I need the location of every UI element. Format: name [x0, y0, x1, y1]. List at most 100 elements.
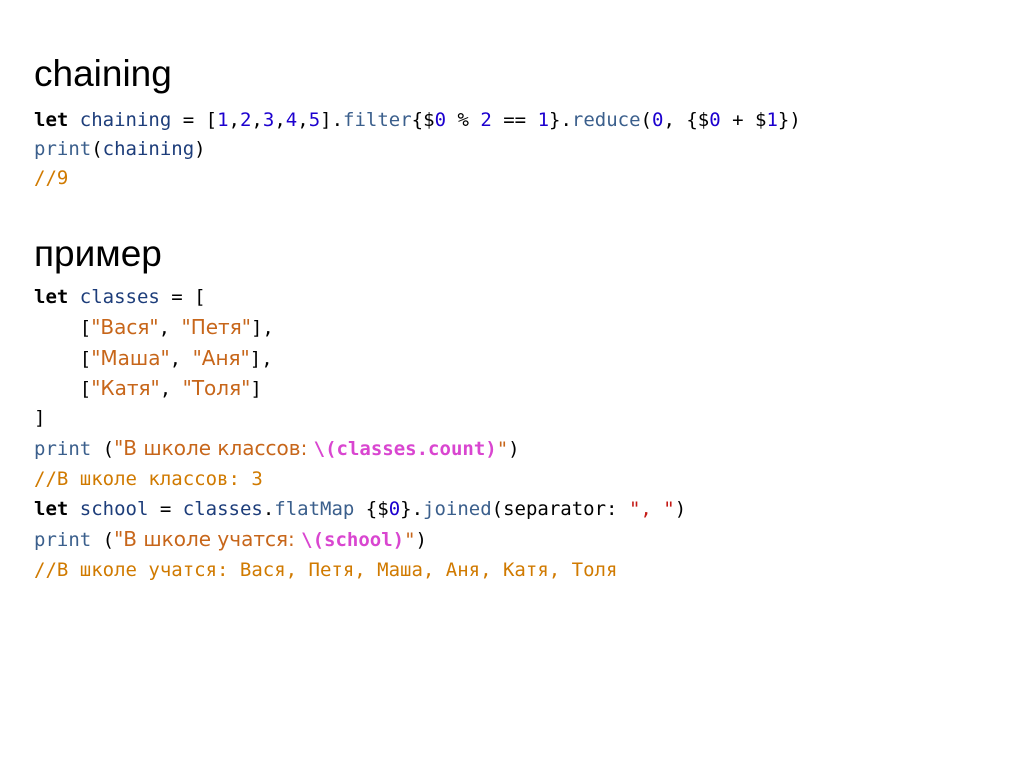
code-token: })	[777, 109, 801, 131]
code-token: 4	[285, 109, 298, 131]
code-token: joined	[423, 498, 492, 521]
code-token: .	[262, 498, 275, 521]
code-token: filter	[343, 109, 412, 131]
code-token: ,	[297, 109, 309, 131]
code-token: =	[148, 498, 183, 521]
code-token: "	[496, 438, 509, 461]
code-token: [	[34, 347, 92, 370]
code-line: print ("В школе классов: \(classes.count…	[34, 433, 686, 463]
code-token	[68, 498, 79, 520]
code-token: "В школе учатся:	[114, 527, 302, 552]
code-token: "Вася"	[91, 315, 159, 340]
code-token: ],	[250, 317, 274, 340]
code-token	[68, 109, 79, 131]
code-block-chaining: let chaining = [1,2,3,4,5].filter{$0 % 2…	[34, 106, 801, 193]
code-token: 3	[262, 109, 275, 131]
code-token: school	[79, 498, 149, 521]
code-token: 0	[709, 109, 721, 131]
code-token: 2	[239, 109, 252, 131]
code-token: [	[34, 317, 92, 340]
code-token: }.	[400, 498, 424, 521]
code-token: //В школе учатся: Вася, Петя, Маша, Аня,…	[34, 558, 618, 581]
code-token: 2	[480, 109, 492, 131]
code-token: ,	[158, 317, 182, 340]
code-line: //В школе учатся: Вася, Петя, Маша, Аня,…	[34, 555, 686, 585]
code-token: ].	[320, 109, 344, 131]
code-token: )	[194, 138, 206, 160]
code-token: 0	[388, 498, 401, 521]
code-token: classes	[182, 498, 263, 521]
code-token: ],	[249, 347, 273, 370]
code-token: (separator:	[491, 498, 629, 521]
code-token: \(classes.count)	[313, 438, 497, 461]
code-token: flatMap	[274, 498, 355, 521]
code-token: ]	[250, 377, 262, 400]
code-block-example: let classes = [ ["Вася", "Петя"], ["Маша…	[34, 282, 686, 585]
code-token: }.	[549, 109, 572, 131]
code-token: print	[34, 438, 92, 461]
code-line: //В школе классов: 3	[34, 464, 686, 494]
code-token: (	[640, 109, 652, 131]
code-line: print(chaining)	[34, 135, 801, 164]
code-line: ["Катя", "Толя"]	[34, 373, 686, 403]
code-line: ["Вася", "Петя"],	[34, 312, 686, 342]
code-token: "Петя"	[181, 315, 251, 340]
code-token: = [	[159, 286, 206, 308]
code-token: \(school)	[301, 529, 405, 552]
code-token: %	[446, 109, 481, 131]
code-line: ["Маша", "Аня"],	[34, 343, 686, 373]
code-token: print	[34, 529, 92, 552]
code-token: ==	[491, 109, 538, 131]
code-token: (	[91, 438, 115, 461]
code-token: [	[34, 377, 92, 400]
code-token: ,	[228, 109, 240, 131]
code-token: ,	[274, 109, 286, 131]
code-token: //9	[34, 167, 69, 189]
code-token: 5	[308, 109, 321, 131]
code-token: , {$	[663, 109, 710, 131]
code-token: "Аня"	[192, 345, 250, 370]
code-token: 0	[652, 109, 664, 131]
code-token: chaining	[102, 138, 195, 160]
code-token: )	[415, 529, 427, 552]
code-token: classes	[79, 286, 160, 308]
code-token: )	[508, 438, 520, 461]
code-line: let school = classes.flatMap {$0}.joined…	[34, 494, 686, 524]
code-token: "Маша"	[91, 345, 170, 370]
code-token: print	[34, 138, 92, 160]
code-line: //9	[34, 164, 801, 193]
code-token	[68, 286, 79, 308]
section-title-example: пример	[34, 233, 162, 274]
code-token: (	[91, 529, 115, 552]
code-token: chaining	[79, 109, 172, 131]
code-token: ,	[169, 347, 193, 370]
code-token: "Толя"	[182, 375, 251, 400]
code-token: 1	[766, 109, 778, 131]
code-token: = [	[171, 109, 218, 131]
code-token: ,	[251, 109, 263, 131]
code-token: )	[674, 498, 687, 521]
code-token: let	[34, 109, 69, 131]
code-line: let classes = [	[34, 282, 686, 312]
code-token: {$	[411, 109, 435, 131]
code-token: //В школе классов: 3	[34, 467, 263, 490]
code-line: ]	[34, 403, 686, 433]
code-token: let	[34, 498, 69, 521]
code-line: print ("В школе учатся: \(school)")	[34, 524, 686, 554]
code-token: let	[34, 286, 69, 308]
code-token: "В школе классов:	[114, 436, 314, 461]
code-token: {$	[354, 498, 389, 521]
code-token: reduce	[571, 109, 641, 131]
code-token: (	[91, 138, 103, 160]
section-title-chaining: chaining	[34, 53, 172, 94]
code-token: "Катя"	[91, 375, 160, 400]
code-token: ,	[159, 377, 183, 400]
code-token: 1	[537, 109, 550, 131]
code-token: ", "	[628, 498, 675, 521]
code-token: 0	[434, 109, 447, 131]
code-line: let chaining = [1,2,3,4,5].filter{$0 % 2…	[34, 106, 801, 135]
code-token: 1	[217, 109, 229, 131]
code-token: + $	[720, 109, 767, 131]
code-token: ]	[34, 407, 46, 430]
code-token: "	[404, 529, 416, 552]
